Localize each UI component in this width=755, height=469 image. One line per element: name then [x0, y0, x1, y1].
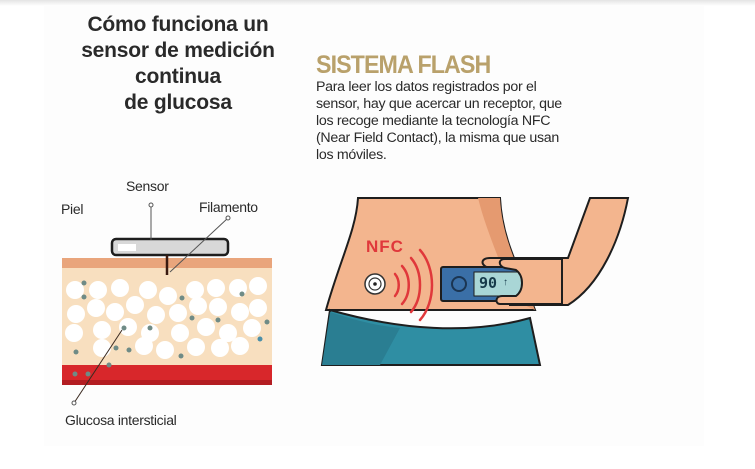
interstitial-glucose-label: Glucosa intersticial: [65, 412, 177, 428]
title-line: de glucosa: [124, 91, 232, 114]
title-line: Cómo funciona un: [87, 13, 269, 36]
skin-label: Piel: [61, 201, 84, 217]
section-heading: SISTEMA FLASH: [316, 51, 491, 79]
nfc-label: NFC: [366, 237, 404, 256]
reader-glucose-value: 90: [479, 274, 498, 292]
top-shadow: [0, 0, 755, 6]
trend-arrow-icon: ↑: [503, 277, 508, 288]
filament-label: Filamento: [199, 199, 258, 215]
sensor-label: Sensor: [126, 178, 169, 194]
description-line: los móviles.: [316, 147, 387, 163]
description-line: los recoge mediante la tecnología NFC: [316, 113, 551, 129]
title-line: continua: [135, 65, 221, 88]
section-description: Para leer los datos registrados por el s…: [316, 79, 636, 164]
description-line: (Near Field Contact), la misma que usan: [316, 130, 559, 146]
description-line: Para leer los datos registrados por el: [316, 79, 537, 95]
description-line: sensor, hay que acercar un receptor, que: [316, 96, 562, 112]
title-line: sensor de medición: [81, 39, 275, 62]
page-title: Cómo funciona un sensor de medición cont…: [58, 12, 298, 116]
